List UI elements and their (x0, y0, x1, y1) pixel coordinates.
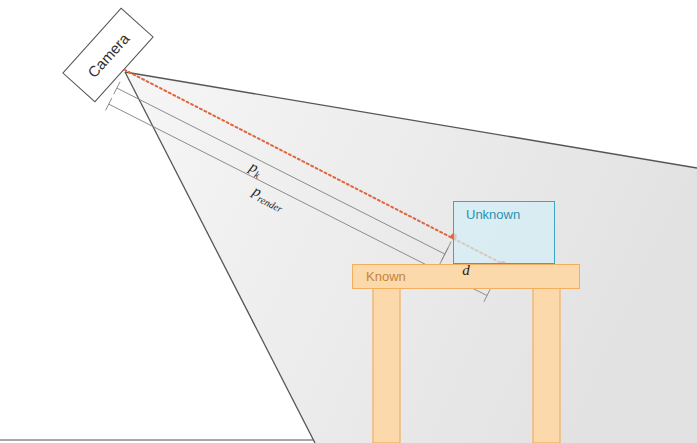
math-subscript: render (256, 193, 284, 215)
frustum-edge (125, 72, 315, 443)
camera-box: Camera (62, 8, 154, 103)
frustum-edge (125, 72, 697, 168)
node-label: Camera (84, 29, 132, 80)
node-label: Unknown (466, 207, 520, 222)
intersection-dot (500, 261, 506, 267)
known-tabletop: Known (352, 264, 580, 289)
distance-label: pk (246, 158, 264, 179)
table-leg (373, 285, 400, 443)
dimension-line (109, 104, 487, 295)
math-symbol: d (462, 262, 470, 278)
intersection-dot (451, 233, 457, 239)
math-symbol: p (250, 182, 264, 200)
table-leg (533, 285, 560, 443)
node-label: Known (366, 269, 406, 284)
dimension-tick (484, 289, 490, 301)
dimension-tick (106, 98, 112, 110)
dimension-lines (106, 82, 491, 302)
math-symbol: p (247, 158, 261, 176)
difference-label: d (462, 262, 470, 279)
distance-label: prender (250, 182, 288, 212)
unknown-box: Unknown (453, 201, 555, 264)
dimension-line (117, 88, 445, 254)
ray-group (124, 70, 506, 267)
math-subscript: k (252, 169, 261, 181)
camera-ray (124, 70, 503, 264)
dimension-tick (114, 82, 120, 94)
extension-line (434, 242, 452, 277)
